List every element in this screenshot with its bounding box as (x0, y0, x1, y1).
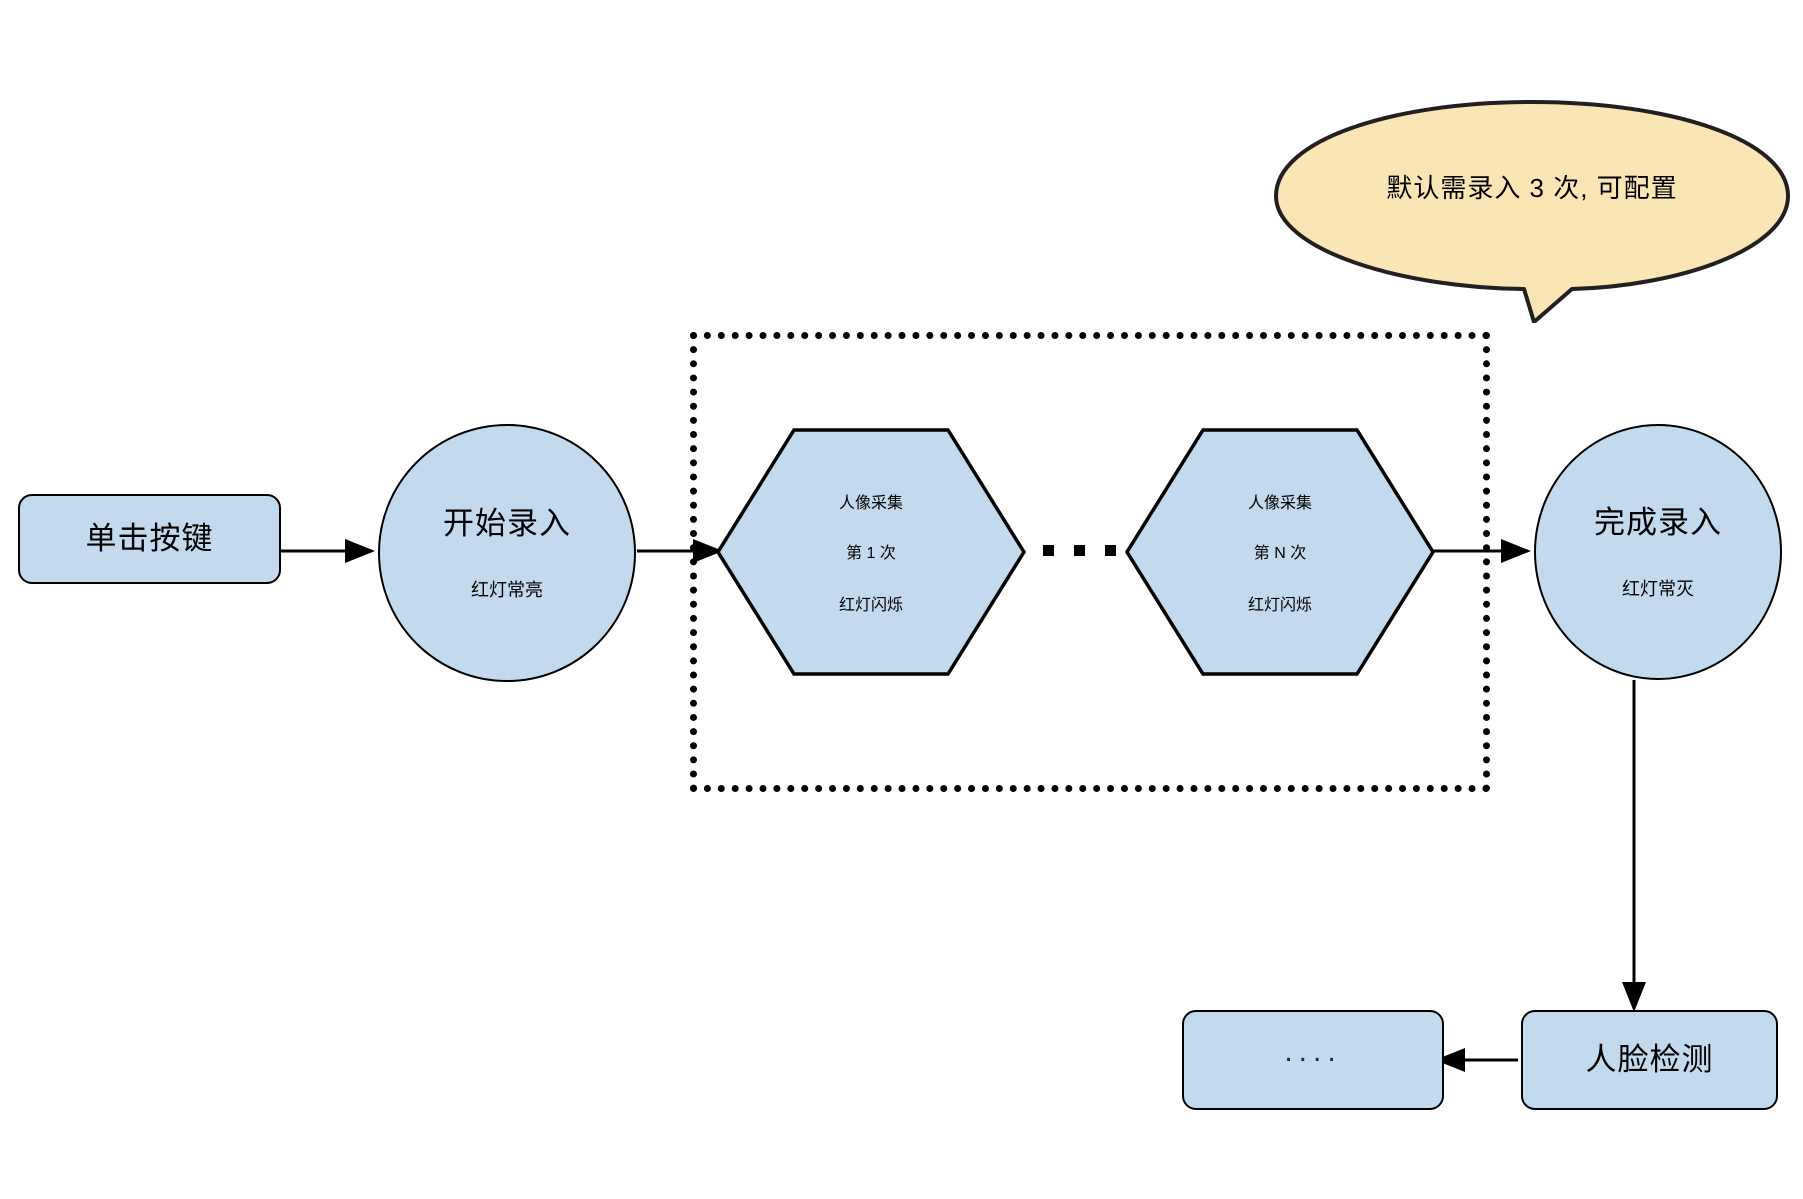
connector-dot (1074, 545, 1085, 556)
callout-text: 默认需录入 3 次, 可配置 (1386, 173, 1678, 203)
node-finish-enroll-label: 完成录入 (1594, 504, 1722, 540)
node-capture-nth-label-line2: 第 N 次 (1253, 545, 1307, 562)
capture-loop-group (690, 332, 1490, 792)
node-press-key[interactable]: 单击按键 (18, 494, 281, 584)
node-finish-enroll-sublabel: 红灯常灭 (1622, 578, 1694, 599)
node-capture-first-label-line1: 人像采集 (838, 495, 903, 512)
node-start-enroll-sublabel: 红灯常亮 (471, 579, 543, 600)
node-face-detect-label: 人脸检测 (1585, 1041, 1714, 1077)
node-start-enroll-label: 开始录入 (443, 505, 571, 541)
hexagon-shape (716, 428, 1026, 676)
callout-bubble-shape (1274, 100, 1790, 323)
node-capture-first-label-line2: 第 1 次 (846, 545, 896, 562)
node-capture-nth[interactable]: 人像采集 第 N 次 红灯闪烁 (1125, 428, 1435, 676)
node-more-steps-label: .... (1284, 1035, 1342, 1068)
node-finish-enroll[interactable]: 完成录入 红灯常灭 (1534, 424, 1782, 680)
enroll-count-callout: 默认需录入 3 次, 可配置 (1272, 98, 1792, 323)
node-capture-nth-sublabel: 红灯闪烁 (1247, 597, 1312, 614)
hexagon-shape (1125, 428, 1435, 676)
connector-dot (1043, 545, 1054, 556)
node-press-key-label: 单击按键 (85, 520, 214, 556)
node-face-detect[interactable]: 人脸检测 (1521, 1010, 1778, 1110)
node-start-enroll[interactable]: 开始录入 红灯常亮 (378, 424, 636, 682)
connector-dot (1105, 545, 1116, 556)
node-more-steps[interactable]: .... (1182, 1010, 1444, 1110)
node-capture-first[interactable]: 人像采集 第 1 次 红灯闪烁 (716, 428, 1026, 676)
node-capture-nth-label-line1: 人像采集 (1247, 495, 1312, 512)
node-capture-first-sublabel: 红灯闪烁 (838, 597, 903, 614)
